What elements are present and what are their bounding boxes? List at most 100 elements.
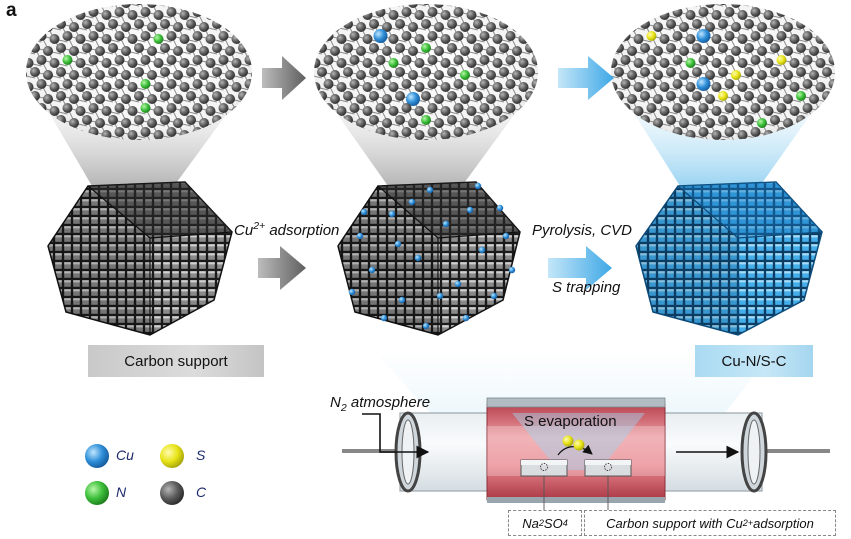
carbon-atom	[147, 118, 157, 128]
carbon-atom	[375, 103, 386, 113]
carbon-atom	[43, 70, 53, 80]
carbon-atom	[271, 7, 281, 17]
carbon-atom	[121, 70, 131, 80]
carbon-atom	[479, 103, 490, 113]
carbon-atom	[160, 4, 170, 5]
carbon-atom	[382, 94, 392, 104]
carbon-atom	[545, 10, 555, 20]
carbon-atom	[205, 34, 216, 44]
carbon-atom	[512, 46, 522, 56]
carbon-atom	[231, 106, 242, 116]
carbon-atom	[395, 43, 405, 53]
carbon-atom	[835, 46, 845, 56]
carbon-atom	[447, 43, 457, 53]
carbon-atom	[479, 55, 490, 65]
carbon-atom	[588, 139, 598, 149]
carbon-atom	[666, 91, 676, 101]
carbon-atom	[518, 58, 529, 68]
carbon-atom	[199, 22, 209, 32]
carbon-atom	[258, 106, 268, 116]
carbon-atom	[343, 43, 353, 53]
carbon-atom	[349, 31, 360, 41]
carbon-atom	[822, 91, 832, 101]
carbon-atom	[447, 115, 457, 125]
carbon-atom	[601, 46, 611, 56]
carbon-atom	[633, 58, 644, 68]
carbon-atom	[601, 94, 611, 104]
carbon-atom	[26, 46, 27, 56]
nitrogen-atom	[153, 34, 164, 44]
carbon-atom	[666, 67, 676, 77]
carbon-atom	[705, 22, 715, 32]
carbon-atom	[685, 82, 696, 92]
carbon-atom	[26, 4, 27, 8]
carbon-atom	[127, 10, 138, 20]
carbon-atom	[558, 151, 568, 161]
carbon-atom	[538, 0, 548, 8]
carbon-atom	[401, 55, 412, 65]
carbon-atom	[453, 7, 464, 17]
carbon-atom	[776, 31, 787, 41]
carbon-atom	[705, 118, 715, 128]
carbon-atom	[731, 4, 741, 8]
adsorbed-cu-ion	[436, 292, 444, 300]
step-label-adsorption: Cu2+ adsorption	[234, 220, 340, 239]
carbon-atom	[789, 82, 800, 92]
carbon-atom	[330, 70, 340, 80]
carbon-atom	[711, 10, 722, 20]
carbon-atom	[147, 22, 157, 32]
carbon-atom	[822, 67, 832, 77]
carbon-atom	[317, 4, 327, 5]
carbon-atom	[757, 70, 767, 80]
adsorbed-cu-ion	[368, 266, 376, 274]
carbon-atom	[737, 58, 748, 68]
carbon-atom	[166, 127, 177, 137]
carbon-atom	[796, 139, 806, 140]
carbon-atom	[304, 70, 314, 80]
carbon-atom	[711, 82, 722, 92]
carbon-atom	[244, 31, 252, 41]
adsorbed-cu-ion	[502, 232, 510, 240]
carbon-atom	[783, 94, 793, 104]
carbon-atom	[251, 94, 252, 104]
carbon-atom	[121, 22, 131, 32]
carbon-atom	[796, 67, 806, 77]
carbon-atom	[401, 127, 412, 137]
carbon-atom	[291, 0, 301, 5]
carbon-atom	[620, 55, 631, 65]
carbon-atom	[499, 139, 509, 140]
carbon-atom	[304, 142, 314, 152]
carbon-atom	[802, 7, 813, 17]
carbon-atom	[659, 10, 670, 20]
carbon-atom	[627, 118, 637, 128]
carbon-atom	[588, 115, 598, 125]
carbon-atom	[323, 55, 334, 65]
carbon-atom	[121, 4, 131, 8]
carbon-atom	[324, 151, 334, 161]
carbon-atom	[304, 94, 314, 104]
carbon-atom	[401, 79, 412, 89]
carbon-atom	[153, 82, 164, 92]
carbon-atom	[466, 34, 477, 44]
carbon-atom	[414, 58, 425, 68]
carbon-atom	[179, 82, 190, 92]
carbon-atom	[199, 70, 209, 80]
carbon-atom	[466, 58, 477, 68]
carbon-atom	[545, 82, 555, 92]
carbon-atom	[43, 22, 53, 32]
carbon-atom	[757, 94, 767, 104]
carbon-atom	[525, 115, 535, 125]
carbon-atom	[486, 4, 496, 8]
carbon-atom	[796, 19, 806, 29]
carbon-atom	[627, 94, 637, 104]
carbon-atom	[26, 94, 27, 104]
carbon-atom	[828, 7, 835, 17]
carbon-atom	[26, 130, 34, 140]
carbon-atom	[199, 118, 209, 128]
carbon-atom	[238, 67, 248, 77]
carbon-atom	[672, 79, 683, 89]
carbon-atom	[828, 79, 835, 89]
carbon-atom	[95, 94, 105, 104]
carbon-atom	[460, 94, 470, 104]
step-label-s-trapping: S trapping	[552, 279, 621, 296]
